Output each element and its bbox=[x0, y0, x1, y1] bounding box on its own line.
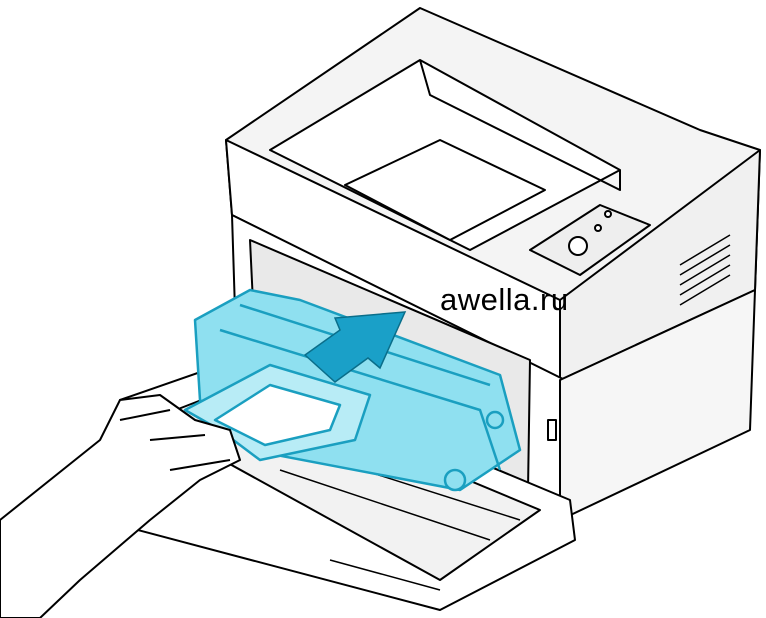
hand bbox=[0, 394, 241, 618]
printer-body bbox=[99, 7, 761, 611]
arrow-icon bbox=[303, 311, 407, 383]
watermark-text: awella.ru bbox=[440, 282, 569, 317]
